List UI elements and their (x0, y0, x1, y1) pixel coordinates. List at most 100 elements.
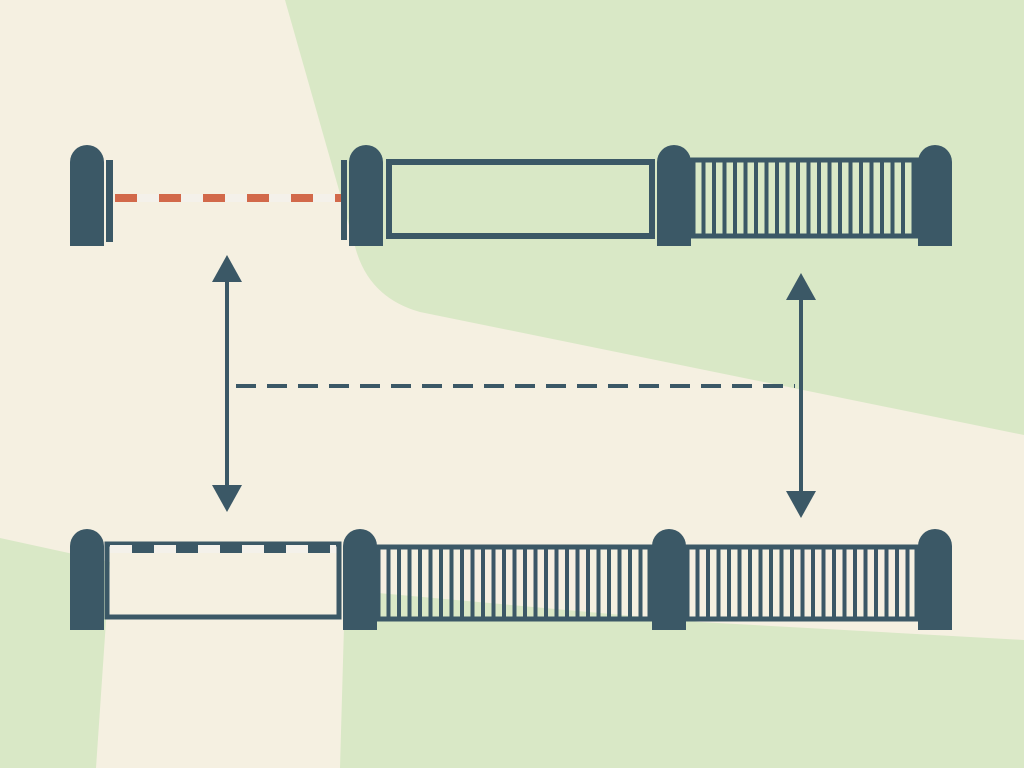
slatted-gate-slat (397, 547, 401, 619)
slatted-gate-slat (596, 547, 601, 619)
slatted-gate-icon (690, 157, 920, 239)
slatted-gate-slat (491, 547, 496, 619)
slatted-gate-slat (712, 160, 716, 236)
post-bottom-3 (652, 529, 686, 630)
slatted-gate-slat (554, 547, 559, 619)
slatted-gate-slat (863, 547, 868, 619)
boom-barrier-stripe (181, 194, 203, 202)
slatted-gate-slat (785, 160, 790, 236)
post-top-right (918, 145, 952, 246)
double-arrow-icon (786, 273, 816, 518)
boom-barrier-stripe (313, 194, 335, 202)
boom-barrier-stripe (198, 545, 220, 553)
slatted-gate-slat (869, 160, 874, 236)
solid-panel-gate-icon (386, 159, 655, 239)
double-arrow-icon (212, 255, 242, 512)
slatted-gate-slat (884, 547, 889, 619)
boom-barrier-stripe (335, 194, 341, 202)
slatted-gate-slat (895, 547, 899, 619)
slatted-gate-slat (905, 547, 910, 619)
slatted-gate-slat (806, 160, 811, 236)
arrow-head-up (786, 273, 816, 300)
slatted-gate-slat (386, 547, 391, 619)
slatted-gate-slat (832, 547, 836, 619)
slatted-gate-slat (796, 160, 800, 236)
boom-barrier-frame (104, 541, 342, 620)
arrow-head-up (212, 255, 242, 282)
slatted-gate-slat (733, 160, 737, 236)
post-bottom-right (918, 529, 952, 630)
slatted-gate-icon (375, 544, 653, 622)
slatted-gate-slat (775, 160, 779, 236)
boom-barrier-icon (104, 541, 342, 620)
slatted-gate-slat (890, 160, 895, 236)
slatted-gate-slat (575, 547, 580, 619)
slatted-gate-slat (638, 547, 643, 619)
slatted-gate-slat (533, 547, 538, 619)
boom-barrier-stripe (269, 194, 291, 202)
arrow-head-down (212, 485, 242, 512)
slatted-gate-slat (701, 160, 706, 236)
slatted-gate-slat (743, 160, 748, 236)
slatted-gate-slat (727, 547, 731, 619)
slatted-gate-slat (848, 160, 853, 236)
slatted-gate-slat (449, 547, 454, 619)
slatted-gate-slat (859, 160, 863, 236)
post-top-2 (349, 145, 383, 246)
post-top-3 (657, 145, 691, 246)
boom-barrier-stripe (330, 545, 336, 553)
slatted-gate-slat (764, 160, 769, 236)
slatted-gate-slat (838, 160, 842, 236)
boom-barrier-stripe (154, 545, 176, 553)
boom-barrier-stripe (286, 545, 308, 553)
boom-barrier-stripe (264, 545, 286, 553)
slatted-gate-slat (880, 160, 884, 236)
boom-barrier-stripe (110, 545, 132, 553)
slatted-gate-slat (901, 160, 905, 236)
slatted-gate-slat (502, 547, 506, 619)
boom-barrier-stripe (242, 545, 264, 553)
boom-barrier-stripe (137, 194, 159, 202)
slatted-gate-slat (722, 160, 727, 236)
boom-barrier-icon (115, 194, 341, 202)
grass-lower-middle (340, 590, 1024, 768)
slatted-gate-slat (565, 547, 569, 619)
slatted-gate-slat (428, 547, 433, 619)
slatted-gate-slat (758, 547, 763, 619)
boom-barrier-stripe (203, 194, 225, 202)
slatted-gate-slat (706, 547, 710, 619)
slatted-gate-slat (811, 547, 815, 619)
slatted-gate-slat (911, 160, 916, 236)
post-top-left (70, 145, 104, 246)
slatted-gate-slat (418, 547, 422, 619)
slatted-gate-slat (628, 547, 632, 619)
slatted-gate-slat (439, 547, 443, 619)
post-top-left-bracket (106, 160, 113, 242)
slatted-gate-slat (874, 547, 878, 619)
slatted-gate-slat (737, 547, 742, 619)
slatted-gate-slat (748, 547, 752, 619)
arrow-head-down (786, 491, 816, 518)
post-bottom-left (70, 529, 104, 630)
slatted-gate-slat (470, 547, 475, 619)
slatted-gate-slat (817, 160, 821, 236)
slatted-gate-slat (460, 547, 464, 619)
boom-barrier-stripe (176, 545, 198, 553)
slatted-gate-slat (716, 547, 721, 619)
slatted-gate-slat (617, 547, 622, 619)
slatted-gate-icon (684, 544, 920, 622)
slatted-gate-slat (544, 547, 548, 619)
boom-barrier-stripe (159, 194, 181, 202)
slatted-gate-slat (607, 547, 611, 619)
slatted-gate-slat (779, 547, 784, 619)
slatted-gate-slat (407, 547, 412, 619)
slatted-gate-slat (827, 160, 832, 236)
slatted-gate-slat (821, 547, 826, 619)
boom-barrier-stripe (225, 194, 247, 202)
boom-barrier-stripe (291, 194, 313, 202)
post-bottom-2 (343, 529, 377, 630)
slatted-gate-slat (790, 547, 794, 619)
slatted-gate-frame (690, 157, 920, 239)
